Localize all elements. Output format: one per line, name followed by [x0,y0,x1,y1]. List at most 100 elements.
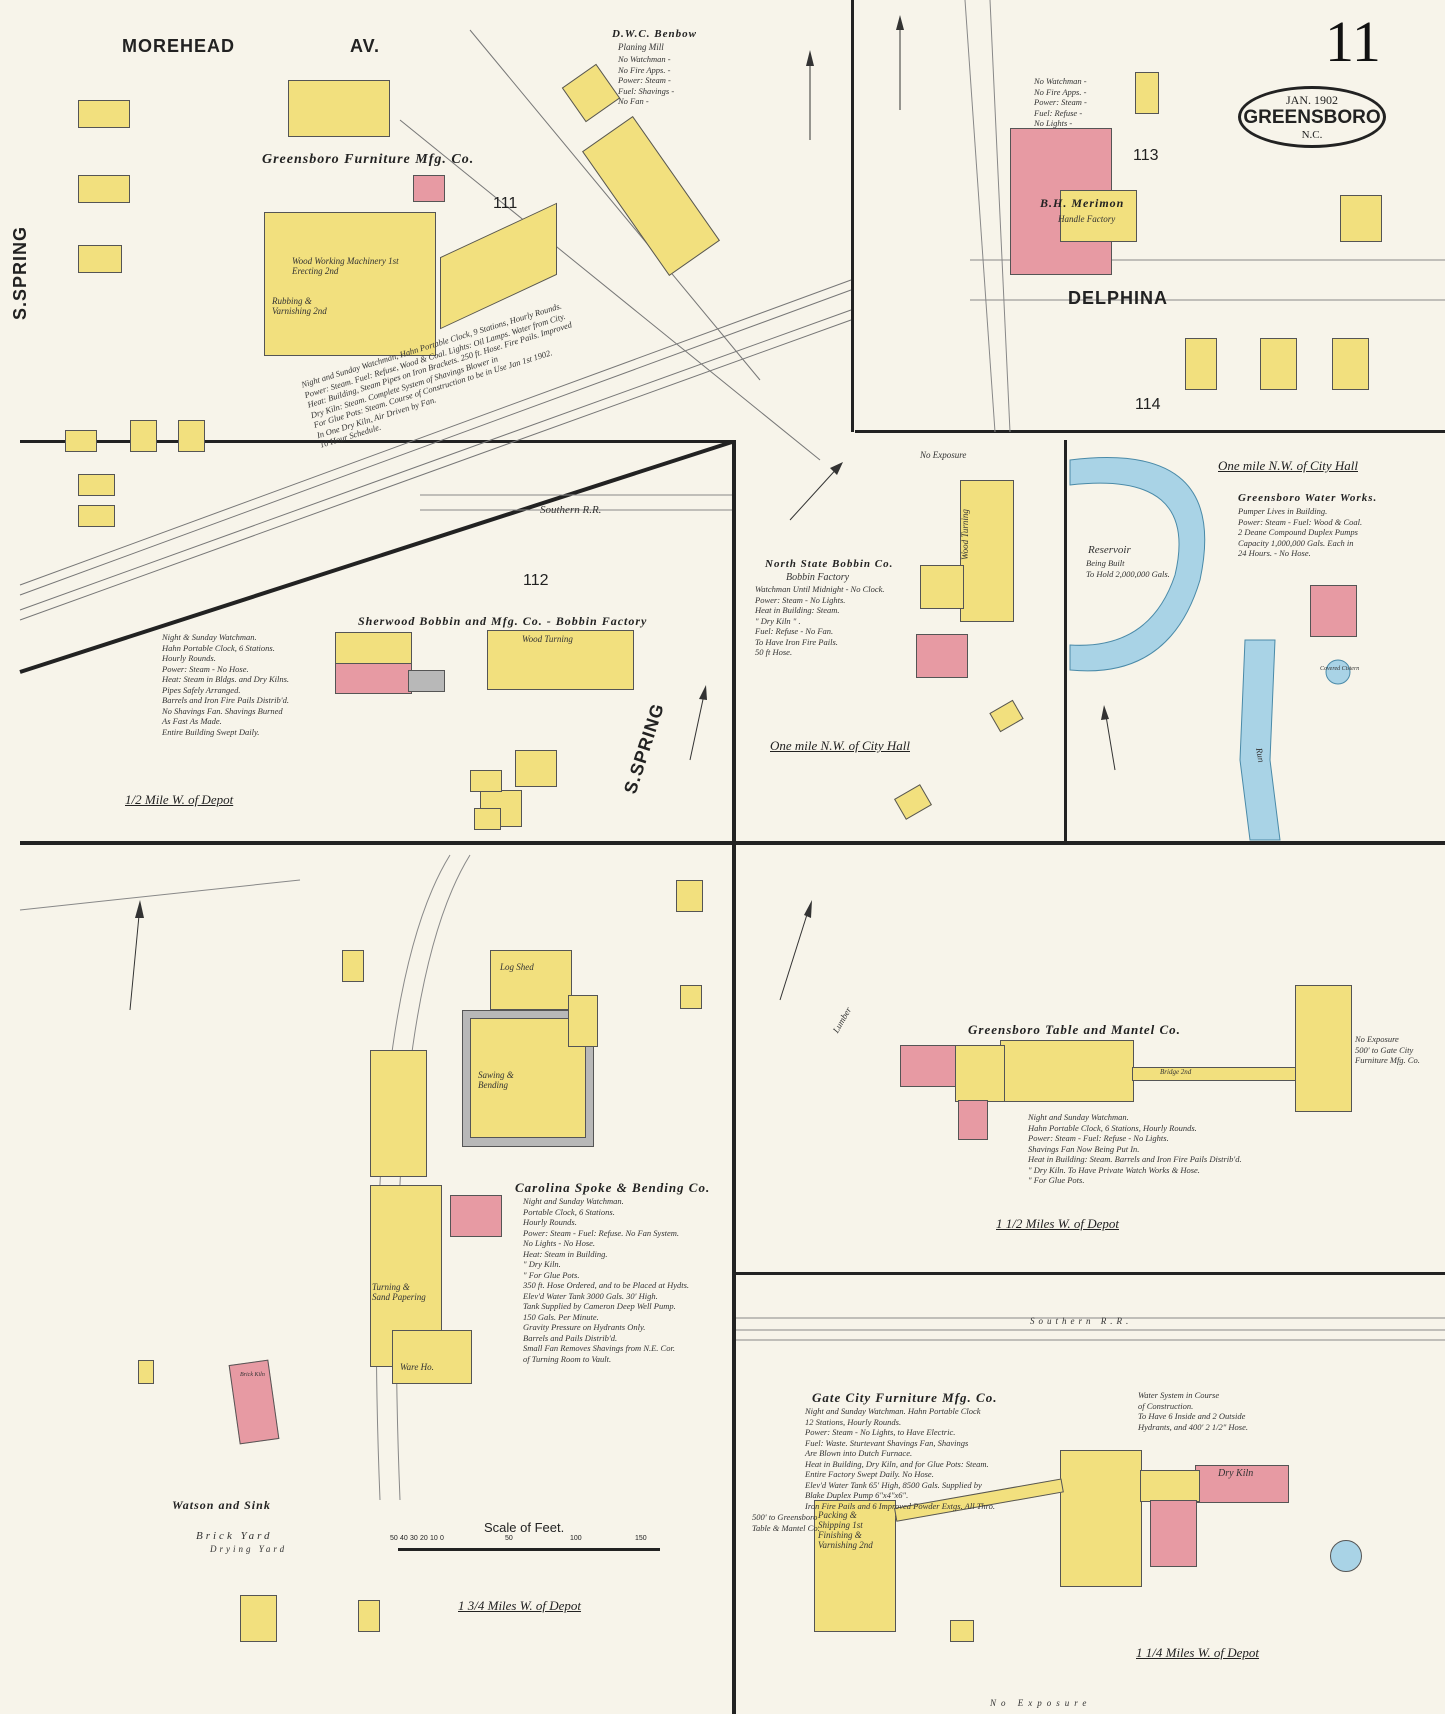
title-carolina: Carolina Spoke & Bending Co. [515,1180,711,1195]
street-s-spring-left: S.SPRING [10,225,30,320]
label-brick-yard: Brick Yard [196,1530,273,1542]
house [676,880,703,912]
note-waterworks: Pumper Lives in Building. Power: Steam -… [1238,506,1363,558]
sheet-number: 11 [1325,9,1381,74]
street-delphina: DELPHINA [1068,288,1169,308]
building-sawing-inner [470,1018,586,1138]
note-table: Night and Sunday Watchman. Hahn Portable… [1028,1112,1242,1185]
label-brick-kiln: Brick Kiln [240,1372,265,1378]
building-cn-kiln [370,1050,427,1177]
house [130,420,157,452]
title-north-state: North State Bobbin Co. [765,558,894,570]
house [78,100,130,128]
label-wood-turning-ns: Wood Turning [960,509,970,560]
label-benbow-sub: Planing Mill [618,42,664,52]
city-name: GREENSBORO [1243,107,1381,128]
block-113: 113 [1133,147,1159,164]
label-no-exposure-ns: No Exposure [920,450,967,460]
note-gate-city: Night and Sunday Watchman. Hahn Portable… [805,1406,996,1511]
scale-tick: 40 [400,1535,408,1542]
label-north-state-sub: Bobbin Factory [786,572,850,583]
block-112: 112 [523,572,549,589]
building-north-state-kilns [916,634,968,678]
house [78,505,115,527]
scale-tick: 100 [570,1535,582,1542]
label-merimon-sub: Handle Factory [1058,214,1116,224]
house [1260,338,1297,390]
divider-h1 [855,430,1445,433]
label-rubbing: Rubbing & Varnishing 2nd [272,296,327,316]
building-sherwood-top [335,632,412,664]
building-cn-dry-kiln [568,995,598,1047]
label-bridge: Bridge 2nd [1160,1068,1192,1076]
street-morehead: MOREHEAD [122,36,236,56]
building-table-main [1000,1040,1134,1102]
house [178,420,205,452]
label-wood-working: Wood Working Machinery 1st Erecting 2nd [292,256,399,276]
label-dry-kiln-gate: Dry Kiln [1218,1468,1254,1479]
note-carolina: Night and Sunday Watchman. Portable Cloc… [523,1196,690,1364]
divider-vertical-top [851,0,854,432]
building-sherwood-turning [487,630,634,690]
building-gate-kiln [1195,1465,1289,1503]
note-merimon: No Watchman - No Fire Apps. - Power: Ste… [1034,76,1087,128]
note-sherwood: Night & Sunday Watchman. Hahn Portable C… [162,632,290,737]
divider-v-mid [732,440,736,1714]
label-no-exposure-gate: No Exposure [990,1698,1092,1708]
house [78,474,115,496]
house [1135,72,1159,114]
building-north-state-eng [920,565,964,609]
title-benbow: D.W.C. Benbow [612,28,697,40]
building-office [288,80,390,137]
distance-4: 1 1/2 Miles W. of Depot [996,1216,1120,1231]
building-table-kiln [900,1045,957,1087]
label-packing: Packing & Shipping 1st Finishing & Varni… [818,1510,873,1550]
house [358,1600,380,1632]
building-gate-main [1060,1450,1142,1587]
scale-tick: 50 [390,1535,398,1542]
label-sawing: Sawing & Bending [478,1070,514,1090]
house [78,245,122,273]
label-turning: Turning & Sand Papering [372,1282,426,1302]
title-watson: Watson and Sink [172,1498,271,1512]
house [470,770,502,792]
note-gate-city-exp: 500' to Greensboro Table & Mantel Co. [752,1512,820,1533]
house [680,985,702,1009]
scale-label: Scale of Feet. [484,1520,565,1535]
note-table-exposure: No Exposure 500' to Gate City Furniture … [1355,1034,1420,1065]
scale-tick: 0 [440,1535,444,1542]
distance-3: One mile N.W. of City Hall [1218,458,1358,473]
state-name: N.C. [1301,129,1323,141]
label-log-shed: Log Shed [500,962,534,972]
note-north-state: Watchman Until Midnight - No Clock. Powe… [755,584,885,657]
house [138,1360,154,1384]
distance-6: 1 1/4 Miles W. of Depot [1136,1645,1260,1660]
building-waterworks [1310,585,1357,637]
title-merimon: B.H. Merimon [1040,196,1125,210]
building-log-shed [490,950,572,1010]
house [1340,195,1382,242]
building-table-bridge [1132,1067,1299,1081]
divider-h-right [736,1272,1445,1275]
house [1185,338,1217,390]
block-114: 114 [1135,396,1161,413]
house [515,750,557,787]
building-sherwood-boiler [408,670,445,692]
building-table-engine [958,1100,988,1140]
distance-1: 1/2 Mile W. of Depot [125,792,234,807]
title-waterworks: Greensboro Water Works. [1238,492,1378,504]
building-north-state [960,480,1014,622]
building-ware-ho [392,1330,472,1384]
block-111: 111 [493,195,518,212]
city-logo: JAN. 1902 GREENSBORO N.C. [1238,86,1386,148]
label-southern-rr-2: Southern R.R. [1030,1316,1133,1326]
house [474,808,501,830]
building-water-tank [1330,1540,1362,1572]
building-packing [814,1500,896,1632]
house [950,1620,974,1642]
note-benbow: No Watchman - No Fire Apps. - Power: Ste… [618,54,675,106]
building-gate-mid [1140,1470,1200,1502]
